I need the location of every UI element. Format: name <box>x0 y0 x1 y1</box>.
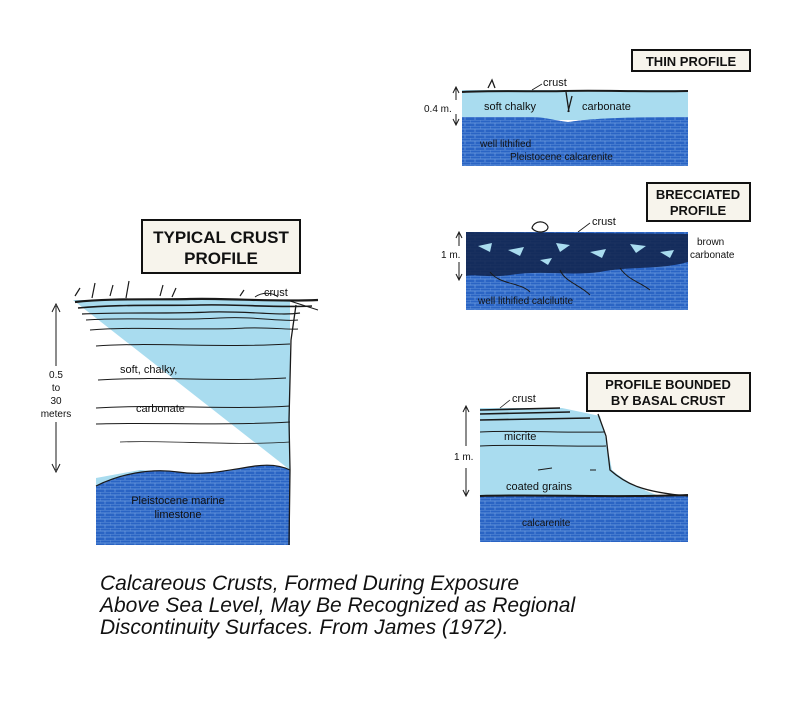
basal-thickness-label: 1 m. <box>454 452 473 463</box>
brecciated-clasts <box>478 243 674 265</box>
thin-thickness-label: 0.4 m. <box>424 104 452 115</box>
typical-limestone-label-2: limestone <box>154 509 201 521</box>
basal-title-line2: BY BASAL CRUST <box>611 393 725 408</box>
thin-crust-label: crust <box>543 77 567 89</box>
brecciated-thickness-arrow <box>455 230 463 282</box>
typical-profile: TYPICAL CRUST PROFILE crust 0.5 to 30 me… <box>41 219 319 546</box>
brecciated-breccia-zone <box>466 232 688 277</box>
thin-crust-pointer <box>531 83 543 91</box>
typical-thickness-1: 0.5 <box>49 370 63 381</box>
thin-crust-flecks <box>487 78 496 89</box>
thin-fissure <box>565 91 573 113</box>
caption-line-2: Above Sea Level, May Be Recognized as Re… <box>100 594 576 617</box>
typical-right-edge <box>288 304 297 546</box>
typical-limestone-layer <box>96 465 290 545</box>
basal-coated-label: coated grains <box>506 481 573 493</box>
brecciated-title-box <box>646 182 751 222</box>
basal-micrite-horizons <box>479 430 607 447</box>
typical-limestone-surface <box>95 464 291 487</box>
brecciated-title-line2: PROFILE <box>670 203 727 218</box>
basal-title-box <box>586 372 751 412</box>
thin-soft-label: soft chalky <box>484 101 536 113</box>
basal-basal-crust <box>479 494 689 498</box>
typical-title-line2: PROFILE <box>184 249 258 268</box>
typical-thickness-4: meters <box>41 409 72 420</box>
thin-carbonate-label: carbonate <box>582 101 631 113</box>
thin-title-box <box>631 49 751 72</box>
thin-carbonate-layer <box>462 90 688 120</box>
brecciated-brown-label-1: brown <box>697 237 724 248</box>
thin-lithified-layer <box>462 117 688 166</box>
typical-horizon-4 <box>95 421 291 425</box>
brecciated-thickness-label: 1 m. <box>441 250 460 261</box>
typical-title-box <box>141 219 301 274</box>
thin-thickness-arrow <box>452 85 460 127</box>
basal-calcarenite-label: calcarenite <box>522 518 571 529</box>
brecciated-crust-label: crust <box>592 216 616 228</box>
thin-profile: THIN PROFILE crust 0.4 m. soft chalky ca… <box>424 49 751 166</box>
basal-crust-lines <box>479 407 591 421</box>
basal-calcarenite-layer <box>480 496 688 542</box>
typical-thickness-arrow <box>51 302 61 474</box>
basal-thickness-arrow <box>462 404 470 498</box>
typical-horizon-2 <box>97 377 287 381</box>
caption-line-3: Discontinuity Surfaces. From James (1972… <box>100 616 509 639</box>
typical-crust-laminae <box>74 280 319 331</box>
basal-grain-marks <box>537 467 596 471</box>
thin-title: THIN PROFILE <box>646 54 737 69</box>
figure-caption: Calcareous Crusts, Formed During Exposur… <box>100 573 740 639</box>
thin-crust-line <box>461 89 689 93</box>
basal-crust-pointer <box>499 399 511 409</box>
thin-lithified-label: well lithified <box>479 139 531 150</box>
typical-thickness-3: 30 <box>50 396 62 407</box>
typical-title-line1: TYPICAL CRUST <box>153 228 289 247</box>
brecciated-fissures <box>489 267 651 296</box>
brecciated-crust-pointer <box>577 222 591 233</box>
typical-horizon-5 <box>119 441 291 444</box>
thin-calcarenite-label: Pleistocene calcarenite <box>510 152 613 163</box>
typical-carbonate-label: carbonate <box>136 403 185 415</box>
typical-horizon-1 <box>95 343 291 347</box>
typical-limestone-label-1: Pleistocene marine <box>131 495 225 507</box>
basal-cliff-edge <box>597 413 689 497</box>
caption-line-1: Calcareous Crusts, Formed During Exposur… <box>100 572 519 595</box>
brecciated-title-line1: BRECCIATED <box>656 187 740 202</box>
brecciated-pebble <box>531 221 549 233</box>
typical-crust-label: crust <box>264 287 288 299</box>
typical-thickness-2: to <box>52 383 61 394</box>
brecciated-calcilutite-label: well lithified calcilutite <box>477 296 573 307</box>
basal-crust-label: crust <box>512 393 536 405</box>
typical-soft-label: soft, chalky, <box>120 364 177 376</box>
basal-title-line1: PROFILE BOUNDED <box>605 377 731 392</box>
brecciated-profile: BRECCIATED PROFILE crust 1 m. brown carb… <box>441 182 751 310</box>
typical-horizon-3 <box>95 405 291 409</box>
basal-profile: PROFILE BOUNDED BY BASAL CRUST crust 1 m… <box>454 372 751 542</box>
brecciated-brown-label-2: carbonate <box>690 250 735 261</box>
basal-micrite-label: micrite <box>504 431 536 443</box>
